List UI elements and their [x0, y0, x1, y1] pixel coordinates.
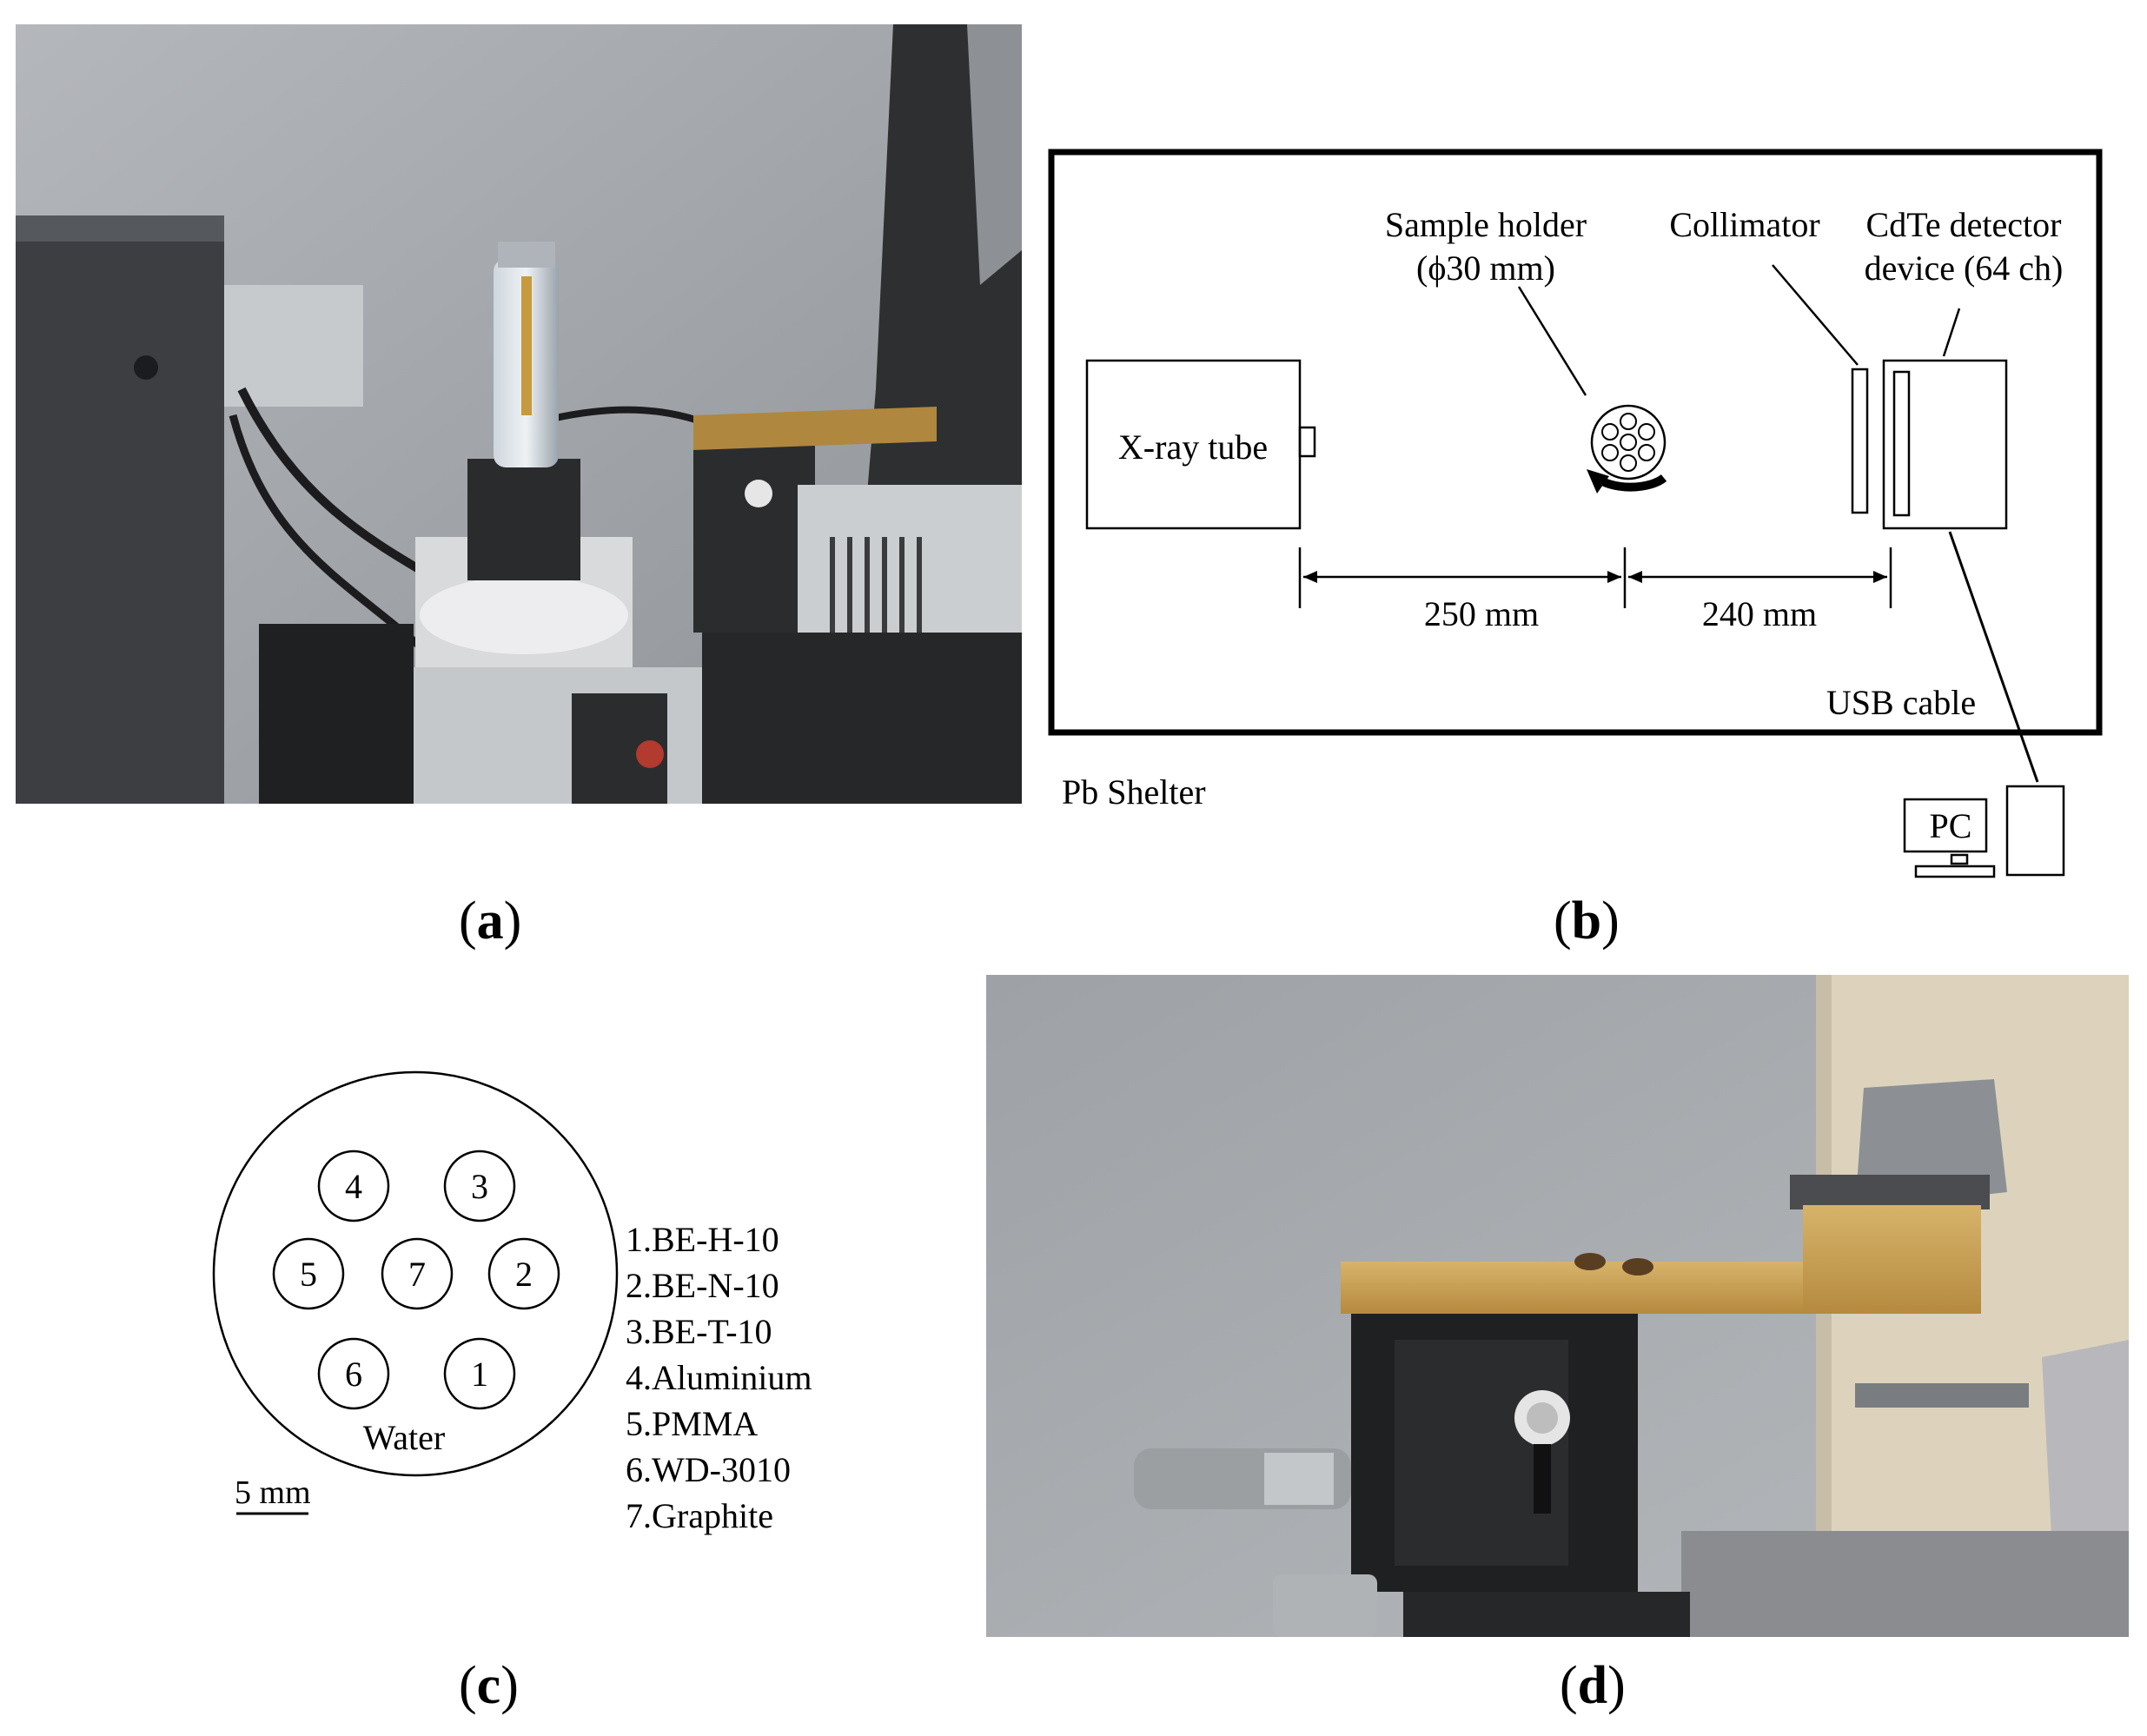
distance-label-250: 250 mm — [1424, 594, 1539, 633]
legend-item-2: 2.BE-N-10 — [626, 1266, 779, 1305]
holder-svg: 4 3 5 7 2 6 1 Water 5 mm 1.BE-H-10 2.BE-… — [212, 1070, 812, 1535]
water-label: Water — [363, 1418, 446, 1457]
caption-a: (a) — [459, 891, 522, 951]
hole-label-3: 3 — [471, 1167, 488, 1206]
legend-item-1: 1.BE-H-10 — [626, 1220, 779, 1259]
pc-label: PC — [1930, 806, 1972, 845]
sample-holder-glyph — [1587, 404, 1667, 494]
usb-cable-label: USB cable — [1826, 683, 1976, 722]
scale-label: 5 mm — [235, 1474, 311, 1511]
detector-leader — [1942, 308, 1961, 357]
caption-c: (c) — [459, 1656, 519, 1715]
caption-c-letter: c — [476, 1656, 501, 1715]
hole-label-6: 6 — [345, 1355, 362, 1394]
caption-b: (b) — [1554, 891, 1620, 951]
xray-tube-window — [1298, 426, 1316, 458]
hole-label-2: 2 — [515, 1255, 533, 1294]
sample-holder-diagram: 4 3 5 7 2 6 1 Water 5 mm 1.BE-H-10 2.BE-… — [200, 1069, 895, 1555]
xray-tube-label: X-ray tube — [1118, 427, 1268, 467]
detector-box — [1882, 359, 2008, 530]
sample-holder-label-1: Sample holder — [1385, 205, 1587, 244]
material-legend: 1.BE-H-10 2.BE-N-10 3.BE-T-10 4.Aluminiu… — [626, 1220, 812, 1535]
photo-d-illustration — [986, 975, 2129, 1637]
legend-item-6: 6.WD-3010 — [626, 1450, 791, 1489]
hole-label-7: 7 — [408, 1255, 426, 1294]
sample-holder-leader — [1517, 286, 1587, 396]
caption-d-letter: d — [1577, 1656, 1608, 1715]
holder-holes — [272, 1150, 560, 1410]
legend-item-7: 7.Graphite — [626, 1496, 773, 1535]
caption-a-letter: a — [476, 891, 504, 951]
distance-label-240: 240 mm — [1702, 594, 1817, 633]
collimator-box — [1851, 368, 1869, 514]
hole-label-1: 1 — [471, 1355, 488, 1394]
hole-label-4: 4 — [345, 1167, 362, 1206]
collimator-leader — [1772, 264, 1859, 366]
distance-arrowheads — [1303, 571, 1887, 583]
pb-shelter-box — [1048, 149, 2103, 736]
distance-markers — [1298, 547, 1892, 608]
legend-item-3: 3.BE-T-10 — [626, 1312, 772, 1351]
collimator-label: Collimator — [1669, 205, 1819, 244]
usb-cable-line — [1948, 531, 2039, 783]
photo-experimental-setup — [16, 24, 1022, 804]
detector-label-2: device (64 ch) — [1865, 248, 2064, 288]
photo-sample-stage — [986, 975, 2129, 1637]
photo-a-illustration — [16, 24, 1022, 804]
legend-item-5: 5.PMMA — [626, 1404, 758, 1443]
schematic-svg: X-ray tube Sample holder (ϕ30 mm) Collim… — [1048, 149, 2103, 878]
pc-icon — [1903, 785, 2065, 878]
sample-holder-label-2: (ϕ30 mm) — [1416, 248, 1555, 288]
schematic-diagram: X-ray tube Sample holder (ϕ30 mm) Collim… — [1034, 130, 2129, 895]
legend-item-4: 4.Aluminium — [626, 1358, 812, 1397]
holder-outline — [212, 1070, 619, 1477]
detector-label-1: CdTe detector — [1866, 205, 2062, 244]
caption-d: (d) — [1560, 1656, 1626, 1715]
hole-label-5: 5 — [300, 1255, 317, 1294]
detector-sensor — [1892, 370, 1911, 517]
pb-shelter-label: Pb Shelter — [1062, 772, 1206, 812]
caption-b-letter: b — [1571, 891, 1602, 951]
